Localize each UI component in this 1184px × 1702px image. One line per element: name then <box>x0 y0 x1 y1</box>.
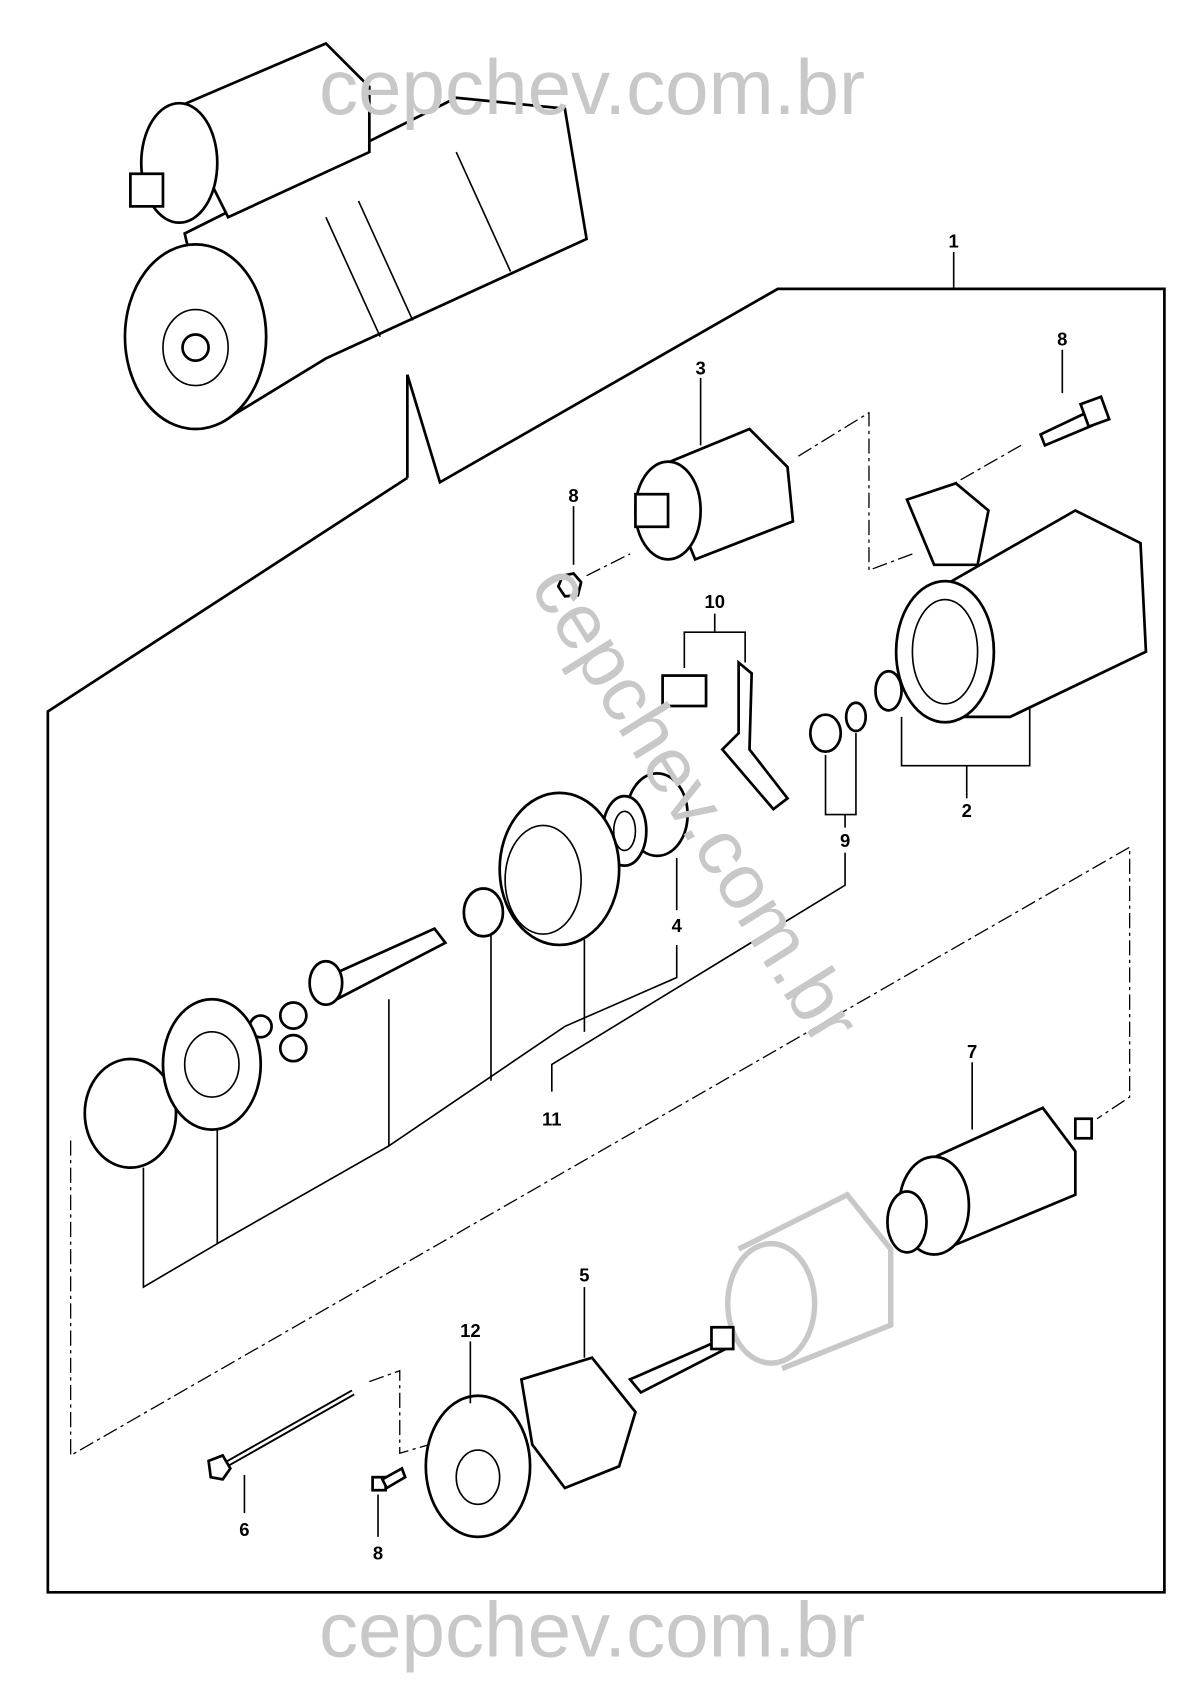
callout-6: 6 <box>239 1519 249 1540</box>
washer-9a <box>808 713 843 753</box>
callout-4: 4 <box>672 915 683 936</box>
ring-gear <box>498 791 621 947</box>
assembly-frame <box>46 287 1166 1594</box>
assembled-starter <box>123 41 589 431</box>
callout-5: 5 <box>579 1265 589 1286</box>
callout-1: 1 <box>949 231 959 252</box>
drive-end-housing <box>894 481 1148 724</box>
watermark-top: cepchev.com.br <box>319 43 865 131</box>
callout-8-mid: 8 <box>568 485 578 506</box>
callout-11: 11 <box>542 1108 562 1129</box>
callout-12: 12 <box>460 1320 481 1341</box>
callout-9: 9 <box>840 830 850 851</box>
callout-2: 2 <box>962 800 972 821</box>
bushing <box>874 669 903 712</box>
callout-7: 7 <box>967 1041 977 1062</box>
washer-9b <box>844 701 868 733</box>
screw-8 <box>371 1466 407 1492</box>
nut-8 <box>556 572 583 598</box>
commutator-end-cover <box>424 1394 532 1539</box>
gear-housing-plate <box>161 997 263 1131</box>
callout-8-top: 8 <box>1057 328 1067 349</box>
callout-8-bottom: 8 <box>373 1543 383 1564</box>
solenoid <box>634 427 795 562</box>
bolt-8 <box>1038 394 1111 448</box>
planetary-shaft <box>248 926 448 1063</box>
snap-ring <box>83 1057 178 1169</box>
through-bolt <box>207 1389 355 1481</box>
yoke-ghost <box>725 1191 894 1372</box>
brush-holder <box>519 1325 735 1490</box>
armature <box>886 1106 1093 1256</box>
shift-lever <box>661 659 790 812</box>
callout-10: 10 <box>704 591 725 612</box>
callout-3: 3 <box>695 358 705 379</box>
retaining-ring <box>462 887 505 938</box>
watermark-bottom: cepchev.com.br <box>319 1585 865 1673</box>
